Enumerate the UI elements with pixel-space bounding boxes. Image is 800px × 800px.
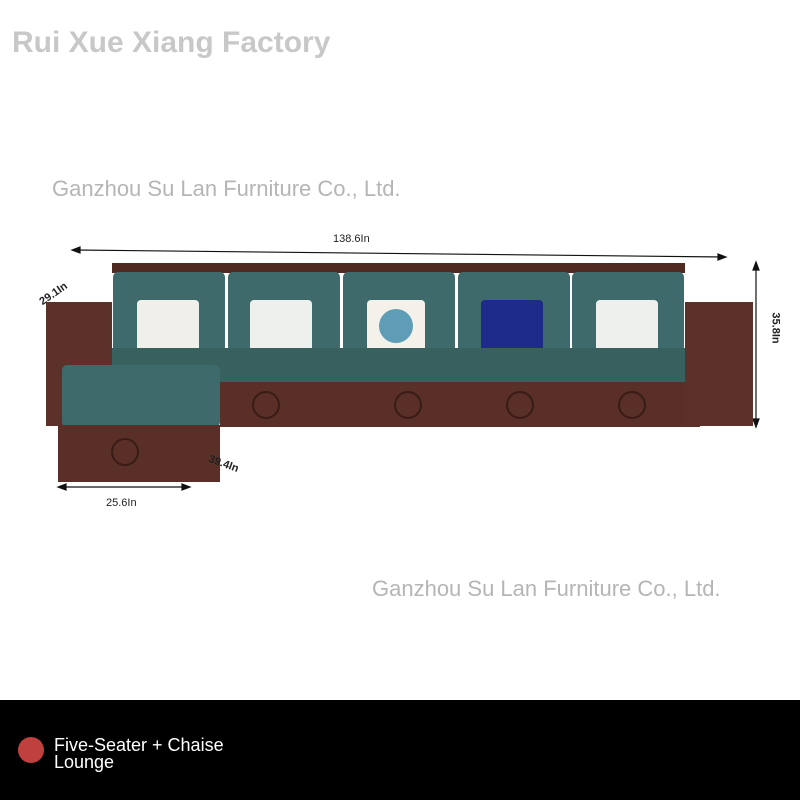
chaise-width-dimension: 25.6In [106, 497, 137, 509]
chaise-base [58, 425, 220, 482]
height-dimension: 35.8In [769, 312, 782, 344]
chaise-carving [111, 438, 139, 466]
back-frame [112, 263, 685, 273]
sofa-base [220, 382, 700, 427]
company-watermark-bottom: Ganzhou Su Lan Furniture Co., Ltd. [372, 576, 721, 601]
caption-bar [0, 700, 800, 800]
length-dimension: 138.6In [333, 233, 370, 245]
dimension-lines [56, 246, 760, 491]
base-carvings [252, 391, 646, 419]
seat-cushions [100, 348, 700, 382]
chaise-cushion [62, 365, 220, 427]
color-swatch-dot [18, 737, 44, 763]
variant-caption: Five-Seater + Chaise Lounge [54, 735, 224, 772]
sofa-illustration [46, 246, 760, 491]
factory-watermark: Rui Xue Xiang Factory [12, 26, 331, 59]
throw-pillows [137, 300, 658, 352]
company-watermark-top: Ganzhou Su Lan Furniture Co., Ltd. [52, 176, 401, 201]
right-arm [685, 302, 753, 426]
